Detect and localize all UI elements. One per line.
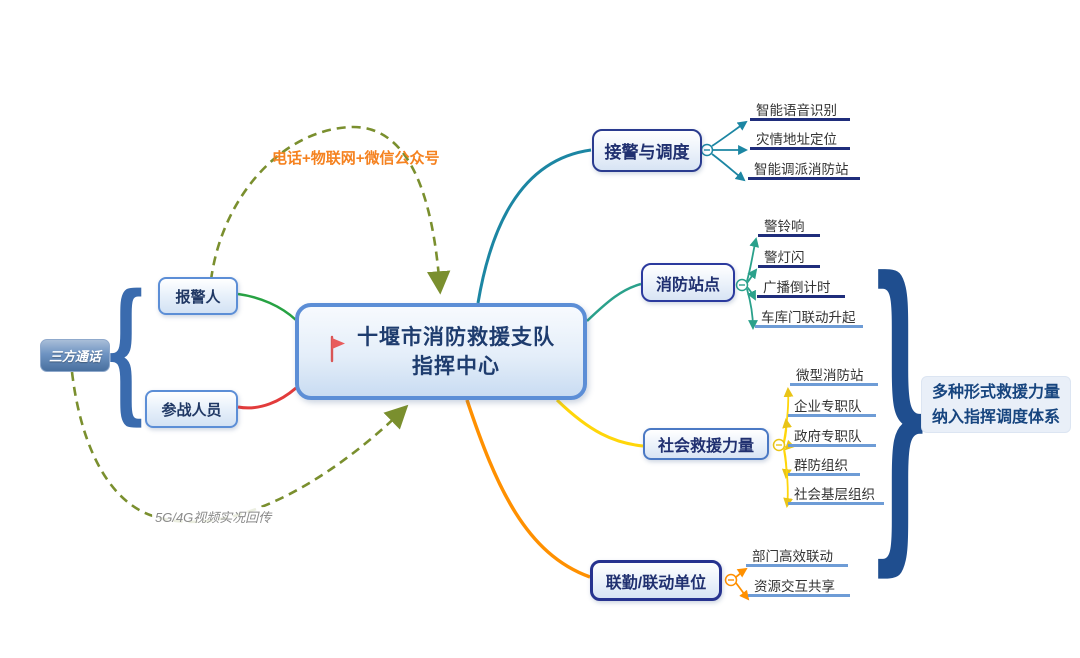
leaf-node[interactable]: 企业专职队: [788, 397, 876, 417]
flag-icon: [327, 334, 347, 369]
summary-note-line2: 纳入指挥调度体系: [931, 408, 1060, 426]
leaf-node[interactable]: 智能调派消防站: [748, 160, 860, 180]
connector-leaf: [746, 286, 756, 301]
connector-leaf: [711, 153, 746, 182]
central-topic-title-line2: 指挥中心: [412, 354, 500, 378]
branch-fire-stations[interactable]: 消防站点: [641, 263, 735, 302]
connector-dashed-top: [209, 125, 451, 295]
central-topic-title-line1: 十堰市消防救援支队: [357, 325, 555, 349]
connector-leaf: [746, 288, 758, 330]
collapse-toggle-icon[interactable]: [735, 278, 749, 292]
collapse-toggle-icon[interactable]: [772, 438, 786, 452]
caller-node[interactable]: 报警人: [158, 277, 238, 315]
video-annotation[interactable]: 5G/4G视频实况回传: [152, 507, 275, 526]
connector-leaf: [782, 418, 793, 444]
leaf-node[interactable]: 群防组织: [788, 456, 860, 476]
leaf-node[interactable]: 部门高效联动: [746, 547, 848, 567]
connector-caller: [237, 292, 297, 321]
summary-note[interactable]: 多种形式救援力量 纳入指挥调度体系: [921, 376, 1071, 433]
summary-note-line1: 多种形式救援力量: [931, 383, 1060, 401]
leaf-node[interactable]: 智能语音识别: [750, 101, 850, 121]
collapse-toggle-icon[interactable]: [700, 143, 714, 157]
connector-leaf: [735, 582, 750, 601]
leaf-node[interactable]: 灾情地址定位: [750, 130, 850, 150]
collapse-toggle-icon[interactable]: [724, 573, 738, 587]
connector-dispatch: [476, 148, 592, 304]
connector-leaf: [783, 449, 794, 508]
responders-node[interactable]: 参战人员: [145, 390, 238, 428]
leaf-node[interactable]: 广播倒计时: [757, 278, 845, 298]
leaf-node[interactable]: 资源交互共享: [748, 577, 850, 597]
leaf-node[interactable]: 政府专职队: [788, 427, 876, 447]
connector-social: [555, 398, 644, 448]
three-way-call-node[interactable]: 三方通话: [40, 339, 110, 372]
branch-dispatch[interactable]: 接警与调度: [592, 129, 702, 172]
leaf-node[interactable]: 社会基层组织: [788, 485, 884, 505]
connector-stations: [586, 282, 642, 322]
leaf-node[interactable]: 警灯闪: [758, 248, 820, 268]
channel-annotation[interactable]: 电话+物联网+微信公众号: [272, 150, 440, 167]
connector-joint: [465, 399, 591, 579]
connector-leaf: [746, 237, 760, 282]
connector-leaf: [746, 268, 758, 284]
connector-leaf: [711, 120, 748, 147]
leaf-node[interactable]: 微型消防站: [790, 366, 878, 386]
brace-left: {: [104, 260, 148, 440]
brace-right: }: [869, 207, 931, 603]
branch-social-rescue[interactable]: 社会救援力量: [643, 428, 769, 460]
branch-joint-units[interactable]: 联勤/联动单位: [590, 560, 722, 601]
leaf-node[interactable]: 车库门联动升起: [755, 308, 863, 328]
connector-responders: [237, 386, 297, 410]
leaf-node[interactable]: 警铃响: [758, 217, 820, 237]
connector-leaf: [735, 567, 748, 578]
central-topic[interactable]: 十堰市消防救援支队 指挥中心: [295, 303, 587, 400]
